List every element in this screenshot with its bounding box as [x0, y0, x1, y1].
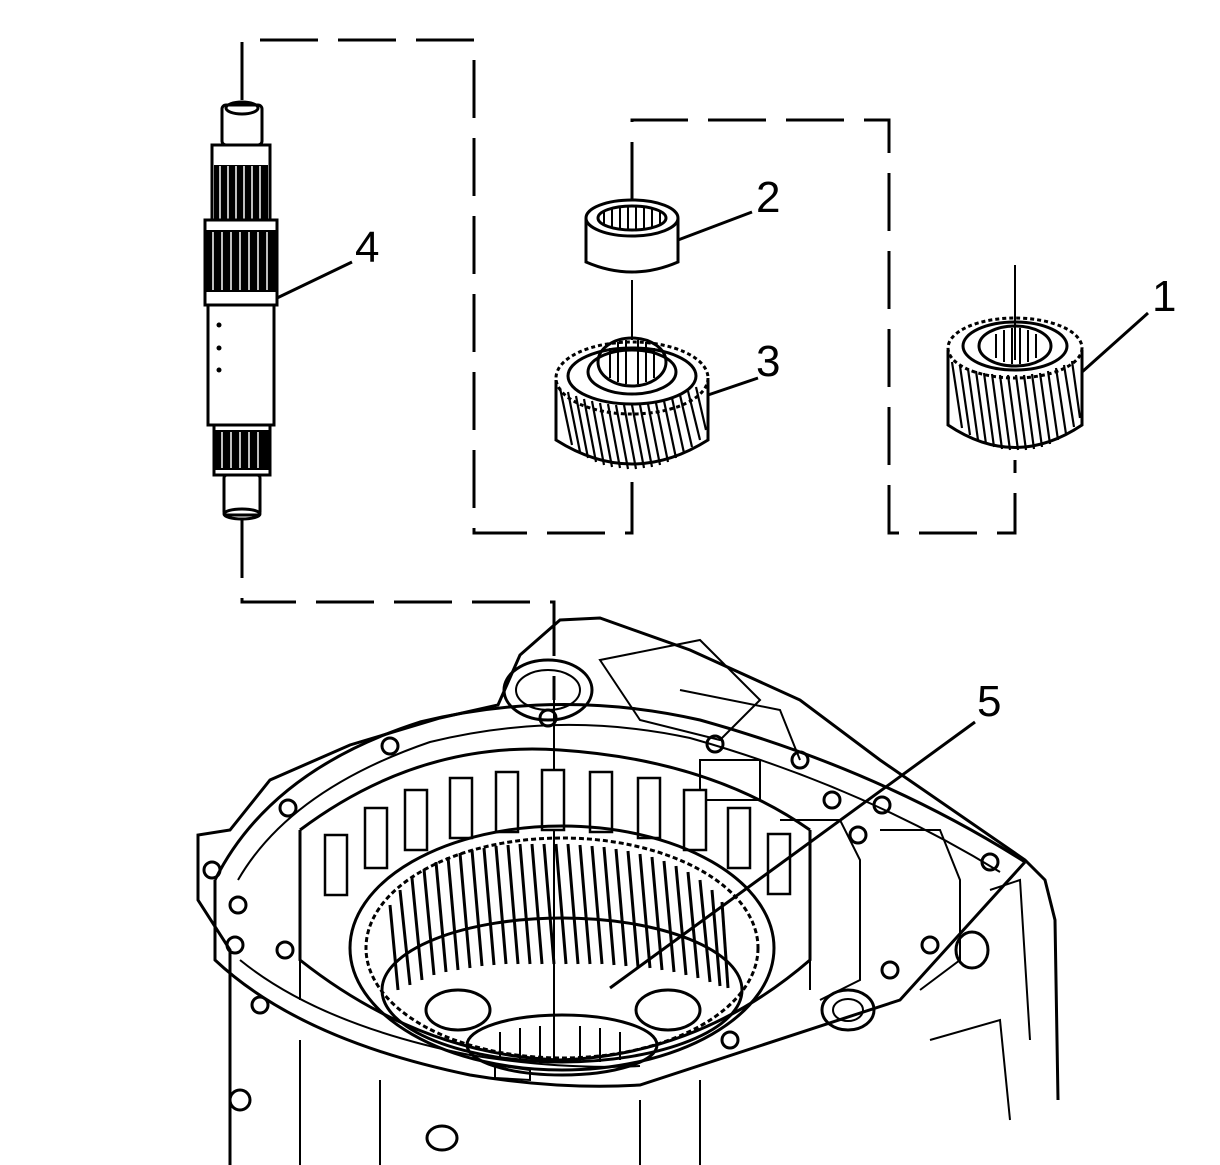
callout-4: 4 — [355, 223, 379, 272]
spacer-ring — [584, 198, 680, 274]
ring-gear — [348, 824, 776, 1082]
clutch-drum — [298, 747, 812, 1062]
transmission-case — [196, 616, 1060, 1165]
input-shaft — [203, 100, 279, 521]
callout-5: 5 — [977, 677, 1001, 726]
callout-3: 3 — [756, 337, 780, 386]
flange-bolt-holes — [202, 708, 1000, 1050]
ring-gear-teeth — [388, 843, 730, 991]
lower-spline — [215, 430, 269, 470]
helical-gear-1 — [946, 316, 1084, 451]
gear-1-teeth — [950, 360, 1082, 451]
leader-lines — [276, 210, 1149, 990]
assembly-lines — [240, 38, 1017, 1060]
gear-3-teeth — [558, 386, 708, 470]
callout-2: 2 — [756, 173, 780, 222]
middle-spline — [206, 230, 276, 292]
upper-spline — [214, 165, 268, 220]
callout-1: 1 — [1152, 272, 1176, 321]
helical-gear-3 — [554, 336, 710, 470]
